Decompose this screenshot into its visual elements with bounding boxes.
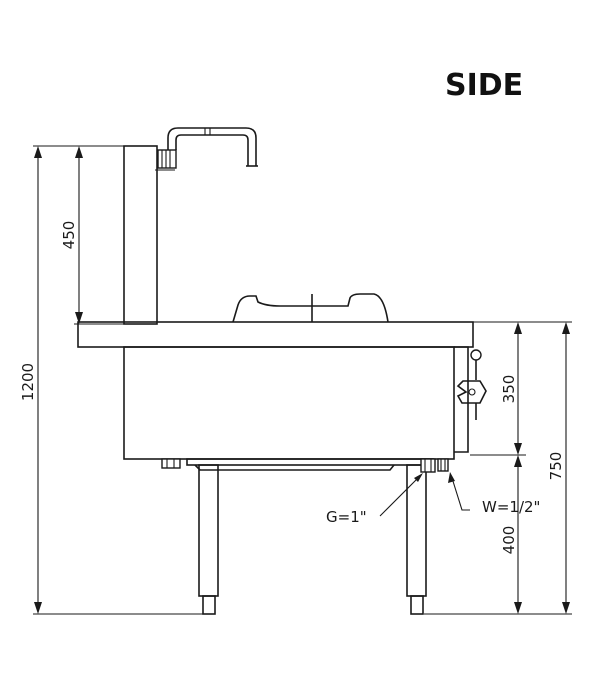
- body-height-label: 350: [500, 375, 518, 404]
- cabinet-body: [123, 346, 469, 460]
- water-connection-label: W=1/2": [482, 498, 540, 516]
- work-height-label: 750: [547, 452, 565, 481]
- dimension-splash-height: 450: [60, 146, 124, 325]
- leg-height-label: 400: [500, 526, 518, 555]
- splash-height-label: 450: [60, 221, 78, 250]
- dimension-work-height: 750: [547, 322, 570, 614]
- view-title: SIDE: [445, 68, 523, 103]
- burner-ring: [232, 293, 389, 323]
- leg-rear: [198, 464, 219, 615]
- leg-front: [406, 464, 427, 615]
- total-height-label: 1200: [19, 363, 37, 401]
- worktop: [77, 321, 474, 348]
- water-callout: W=1/2": [448, 472, 540, 516]
- water-connection-fitting: [437, 458, 449, 472]
- gas-connection-fitting: [420, 458, 436, 473]
- dimension-leg-height: 400: [500, 455, 522, 614]
- gas-connection-label: G=1": [326, 508, 367, 526]
- water-faucet: [155, 127, 258, 171]
- control-knob: [456, 349, 487, 420]
- gas-callout: G=1": [326, 473, 423, 526]
- dimension-total-height: 1200: [19, 145, 210, 615]
- splash-back: [123, 145, 158, 325]
- dimension-body-height: 350: [500, 322, 522, 455]
